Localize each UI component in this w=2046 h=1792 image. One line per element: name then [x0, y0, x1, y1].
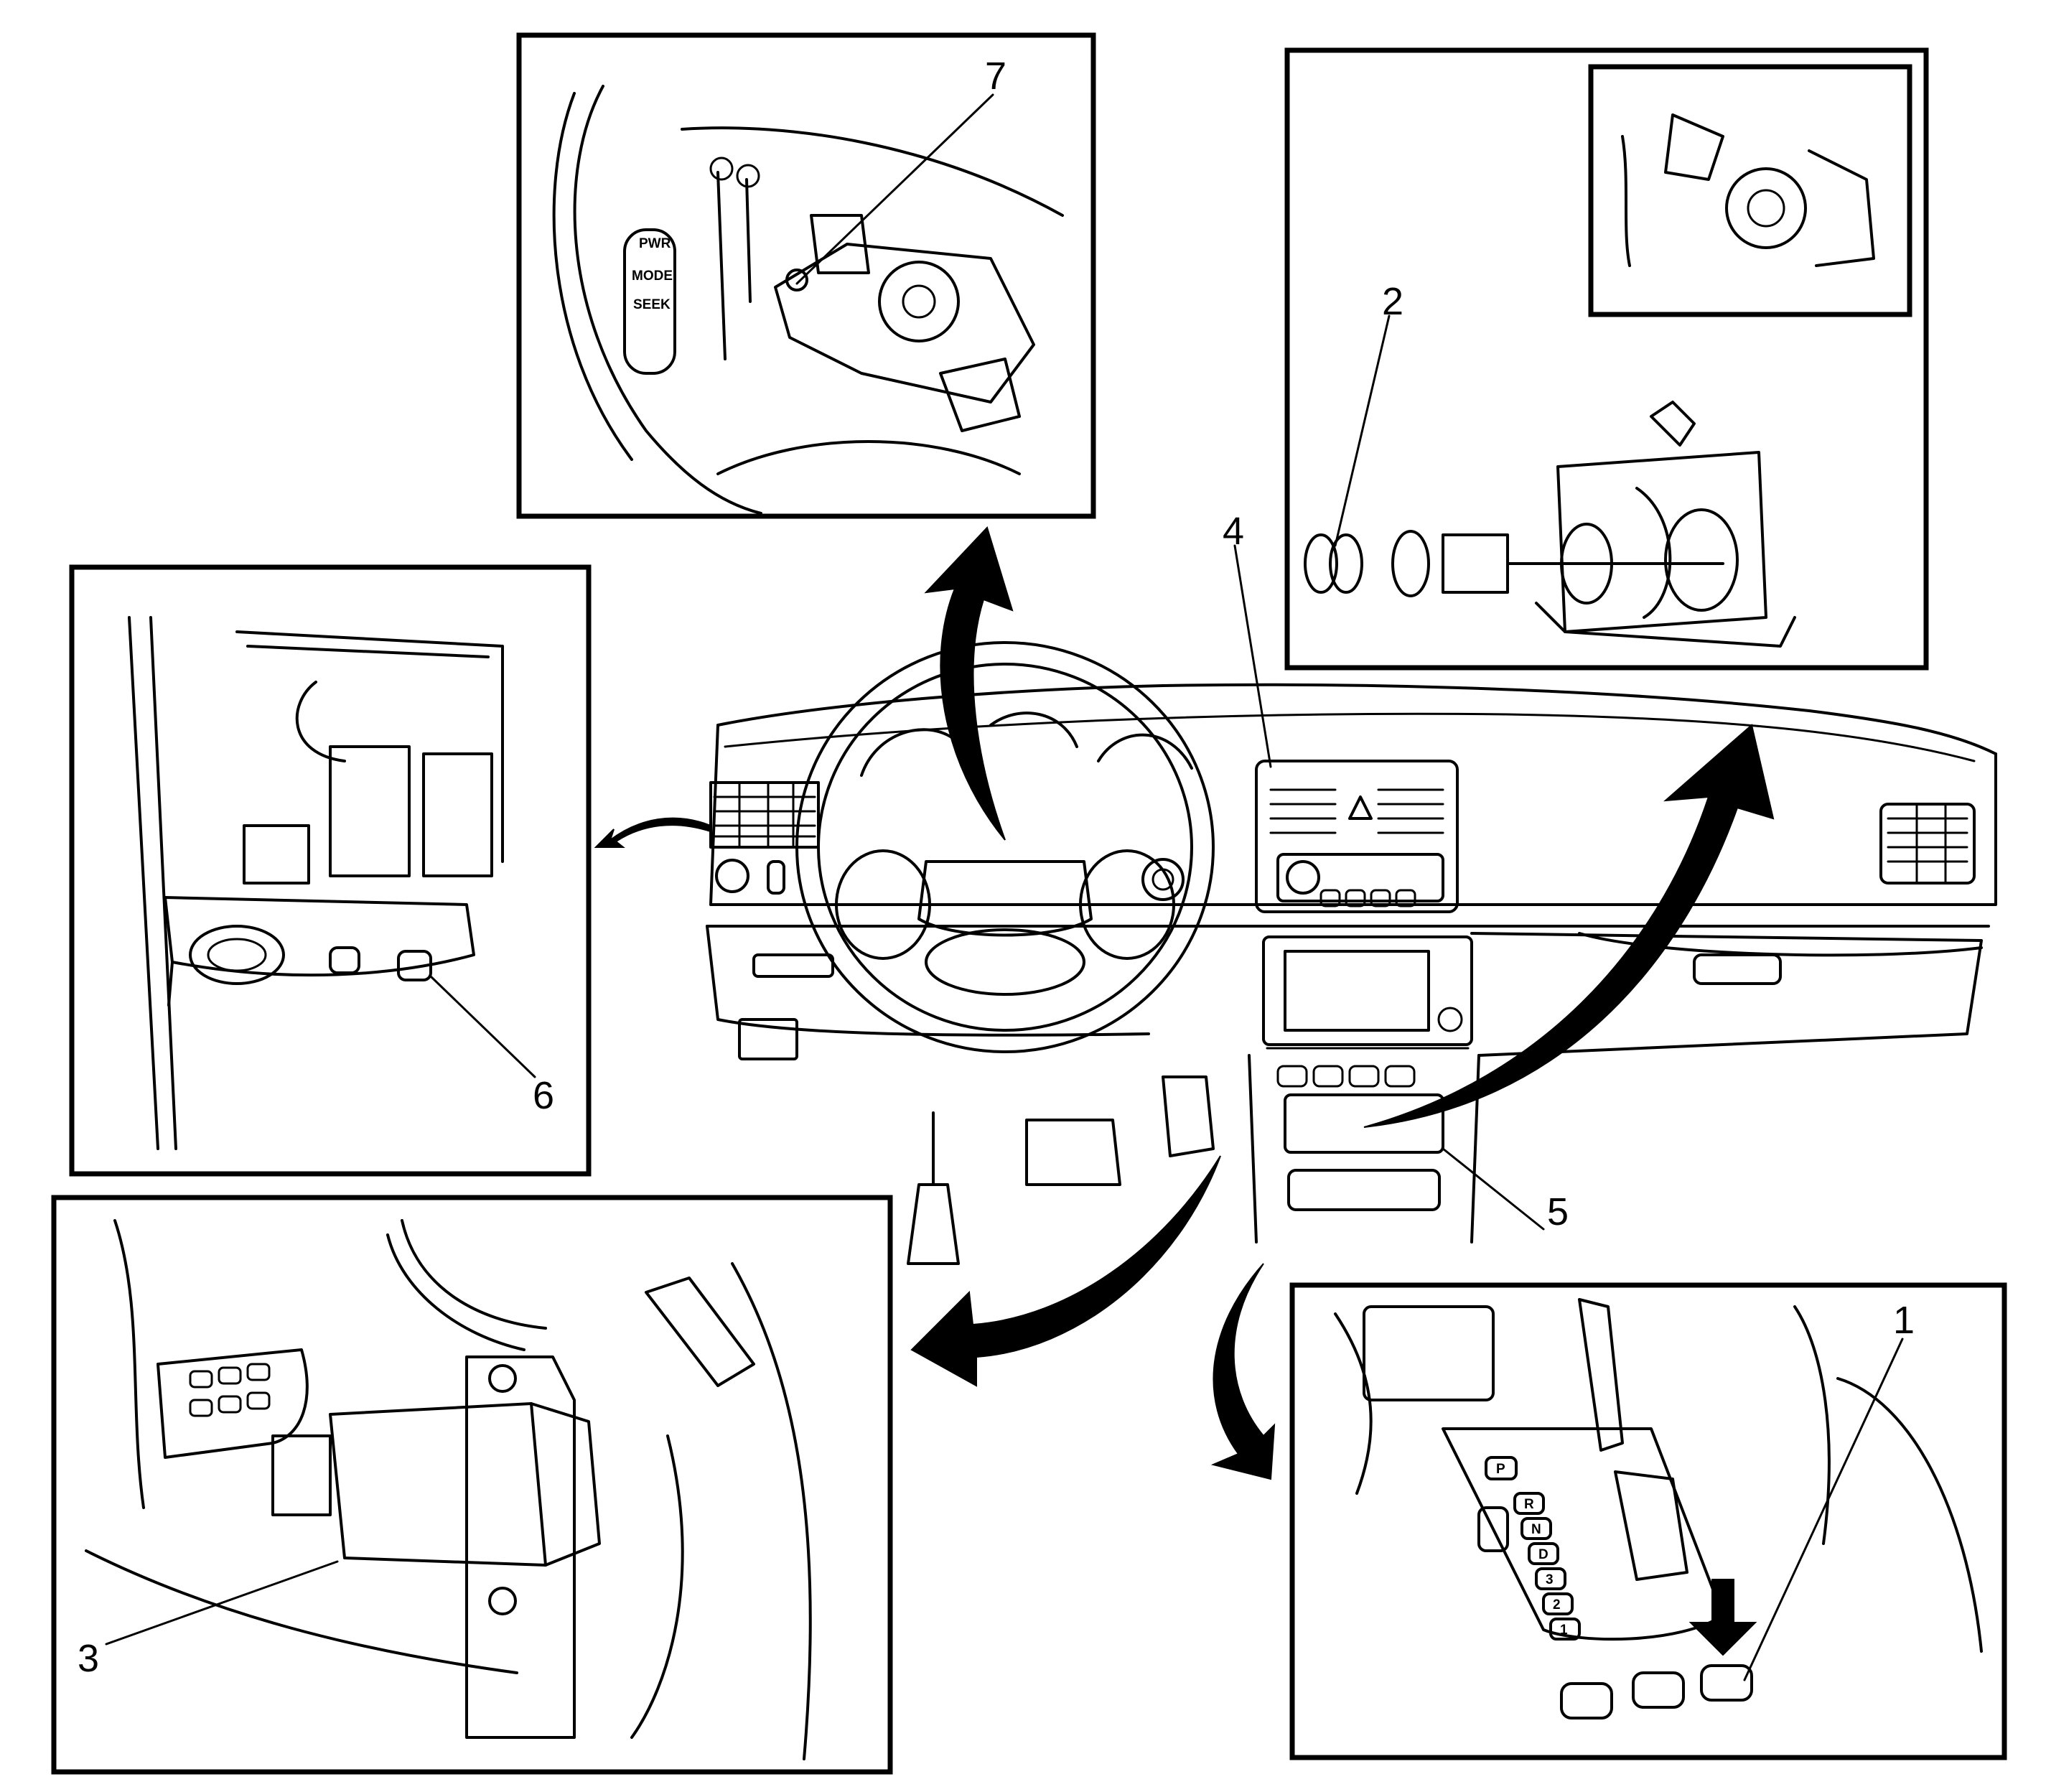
callout-5: 5: [1547, 1190, 1569, 1233]
shift-label-d: D: [1538, 1547, 1548, 1562]
instrument-panel-overview: [706, 641, 1997, 1265]
radio-seek-label: SEEK: [633, 297, 671, 312]
arrow-to-module-detail: [910, 1155, 1221, 1387]
arrow-to-shifter-detail: [1210, 1263, 1276, 1480]
pedals: [907, 1075, 1215, 1265]
shift-label-2: 2: [1553, 1597, 1561, 1613]
radio-pwr-label: PWR: [639, 236, 671, 251]
shift-label-3: 3: [1546, 1572, 1554, 1587]
cigar-lighter-detail-box: [1284, 47, 1929, 671]
shift-label-1: 1: [1560, 1623, 1568, 1638]
downward-press-arrow: [1688, 1579, 1757, 1656]
arrow-to-steering-detail: [924, 526, 1014, 841]
shift-label-p: P: [1496, 1462, 1505, 1477]
headlamp-switch-detail-box: [69, 564, 592, 1177]
shift-position-indicator: P R N D 3 2 1: [1485, 1456, 1581, 1641]
callout-2: 2: [1382, 280, 1403, 323]
radio-mode-label: MODE: [632, 269, 673, 284]
shifter-detail-box: P R N D 3 2 1: [1289, 1282, 2007, 1760]
shift-label-r: R: [1524, 1497, 1534, 1512]
callout-4: 4: [1223, 510, 1244, 553]
control-module-detail-box: [51, 1195, 893, 1775]
arrow-to-headlamp-switch: [594, 817, 711, 848]
leader-lines: [105, 93, 1904, 1681]
arrow-to-lighter-detail: [1363, 724, 1775, 1128]
callout-6: 6: [533, 1074, 554, 1117]
callout-labels: 7 2 4 5 6 3 1: [78, 55, 1915, 1680]
callout-1: 1: [1893, 1299, 1915, 1342]
shift-label-n: N: [1531, 1522, 1541, 1537]
callout-3: 3: [78, 1637, 99, 1680]
callout-7: 7: [985, 55, 1006, 98]
